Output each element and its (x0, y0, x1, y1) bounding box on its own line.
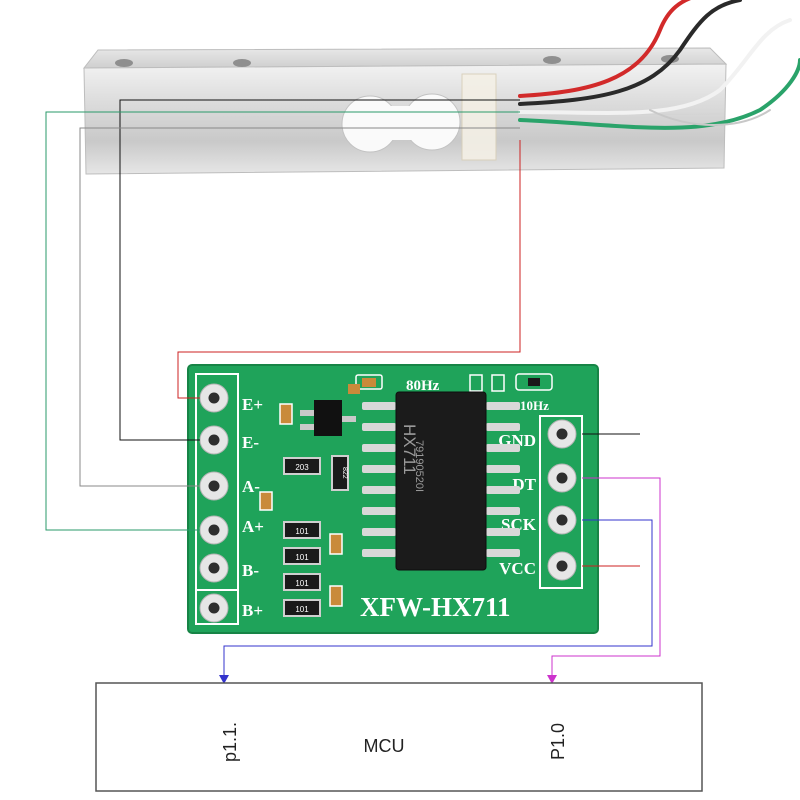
pin-label-e-plus: E+ (242, 395, 263, 414)
pin-label-a-minus: A- (242, 477, 260, 496)
resistor-203: 203 (283, 457, 321, 475)
load-cell-holes (115, 55, 679, 67)
wire-green-a-plus (45, 111, 520, 531)
chip-pin-left-8 (362, 549, 396, 557)
transistor-component (300, 400, 356, 436)
wire-sck-to-mcu (223, 519, 653, 682)
chip-pin-left-3 (362, 444, 396, 452)
mcu-block: MCU p1.1. P1.0 (95, 682, 703, 792)
left-pin-pads (199, 383, 229, 623)
load-cell-cable (518, 0, 800, 130)
wiring (45, 99, 661, 684)
svg-text:101: 101 (295, 553, 309, 562)
chip-pin-right-6 (486, 507, 520, 515)
resistor-101-b: 101 (283, 547, 321, 565)
module-name: XFW-HX711 (360, 592, 511, 622)
svg-text:101: 101 (295, 579, 309, 588)
rate-label-80hz: 80Hz (406, 378, 440, 394)
pin-pad-left-1 (199, 383, 229, 413)
resistor-101-c: 101 (283, 573, 321, 591)
svg-text:101: 101 (295, 527, 309, 536)
smd-capacitors (259, 384, 360, 607)
svg-text:101: 101 (295, 605, 309, 614)
strain-gauge-patch (461, 73, 497, 161)
pin-label-a-plus: A+ (242, 517, 264, 536)
pin-pad-right-2 (547, 463, 577, 493)
rate-label-10hz: 10Hz (520, 398, 549, 413)
mcu-pin-sck: p1.1. (220, 722, 240, 762)
pin-pad-left-6 (199, 593, 229, 623)
chip-pin-right-7 (486, 528, 520, 536)
right-header-outline (539, 415, 583, 589)
chip-pin-left-7 (362, 528, 396, 536)
rate-jumper-pads (355, 373, 553, 392)
wire-grey-a-minus (79, 127, 520, 487)
svg-text:822: 822 (341, 467, 348, 479)
left-header-outline (195, 373, 239, 625)
chip-pin-left-4 (362, 465, 396, 473)
hx711-module: E+ E- A- A+ B- B+ GND DT SCK VCC 80Hz 10… (187, 364, 599, 634)
arrow-sck (219, 675, 229, 684)
pin-pad-left-5 (199, 553, 229, 583)
chip-pin-right-3 (486, 444, 520, 452)
pin-pad-left-4 (199, 515, 229, 545)
chip-pin-left-1 (362, 402, 396, 410)
pin-label-e-minus: E- (242, 433, 259, 452)
hx711-board (187, 364, 599, 634)
chip-pin-right-1 (486, 402, 520, 410)
chip-pin-right-8 (486, 549, 520, 557)
chip-code: 79190520I (413, 440, 425, 492)
pin-pad-right-4 (547, 551, 577, 581)
smd-resistors: 203 822 101 101 101 101 (283, 455, 349, 617)
right-pin-pads (547, 419, 577, 581)
svg-text:203: 203 (295, 463, 309, 472)
wire-red-e-plus (177, 140, 521, 399)
chip-pins (362, 402, 520, 557)
pin-label-vcc: VCC (499, 559, 536, 578)
pin-pad-right-1 (547, 419, 577, 449)
mcu-box (95, 682, 703, 792)
pin-label-b-minus: B- (242, 561, 259, 580)
pin-label-b-plus: B+ (242, 601, 263, 620)
chip-label: HX711 (400, 424, 419, 475)
resistor-101-a: 101 (283, 521, 321, 539)
wire-dt-to-mcu (551, 477, 661, 682)
wire-black-e-minus (119, 99, 520, 441)
mcu-pin-dt: P1.0 (548, 723, 568, 760)
chip-pin-left-2 (362, 423, 396, 431)
chip-pin-left-6 (362, 507, 396, 515)
resistor-822: 822 (331, 455, 349, 491)
chip-pin-left-5 (362, 486, 396, 494)
chip-pin-right-4 (486, 465, 520, 473)
pin-pad-right-3 (547, 505, 577, 535)
chip-pin-right-5 (486, 486, 520, 494)
chip-pin-right-2 (486, 423, 520, 431)
pin-pad-left-3 (199, 471, 229, 501)
hx711-chip: HX711 79190520I (362, 391, 520, 571)
resistor-101-d: 101 (283, 599, 321, 617)
arrow-dt (547, 675, 557, 684)
pin-pad-left-2 (199, 425, 229, 455)
mcu-label: MCU (364, 736, 405, 756)
